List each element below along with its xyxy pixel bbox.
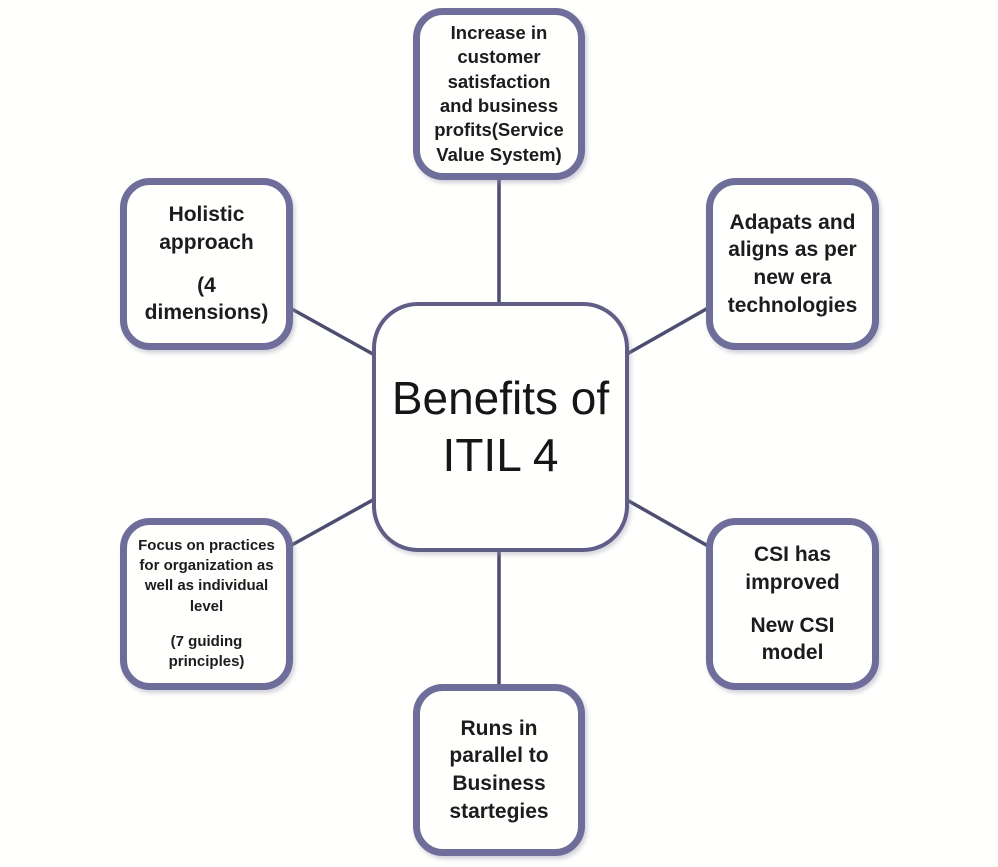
node-csi-improved-text: CSI has improved [745,543,840,594]
node-csi-improved: CSI has improved New CSI model [706,518,879,690]
connector-bottom-left [289,494,381,548]
node-csi-improved-subtext: New CSI model [750,613,835,665]
connector-top-right [619,306,709,360]
node-focus-practices-text: Focus on practices for organization as w… [138,536,275,615]
node-business-strategies: Runs in parallel to Business startegies [413,684,585,856]
node-customer-satisfaction-text: Increase in customer satisfaction and bu… [434,21,564,165]
node-focus-practices-subtext: (7 guiding principles) [168,632,245,670]
node-business-strategies-text: Runs in parallel to Business startegies [449,716,549,823]
node-customer-satisfaction: Increase in customer satisfaction and bu… [413,8,585,180]
node-holistic-approach-text: Holistic approach [159,203,254,254]
connector-bottom-right [619,494,709,548]
node-focus-practices: Focus on practices for organization as w… [120,518,293,690]
diagram-title: Benefits of ITIL 4 [391,371,610,481]
node-adapts-aligns: Adapats and aligns as per new era techno… [706,178,879,350]
node-holistic-approach: Holistic approach (4 dimensions) [120,178,293,350]
connector-top-left [289,306,381,360]
node-adapts-aligns-text: Adapats and aligns as per new era techno… [727,210,858,317]
node-center-title: Benefits of ITIL 4 [372,302,629,552]
node-holistic-approach-subtext: (4 dimensions) [144,273,269,325]
